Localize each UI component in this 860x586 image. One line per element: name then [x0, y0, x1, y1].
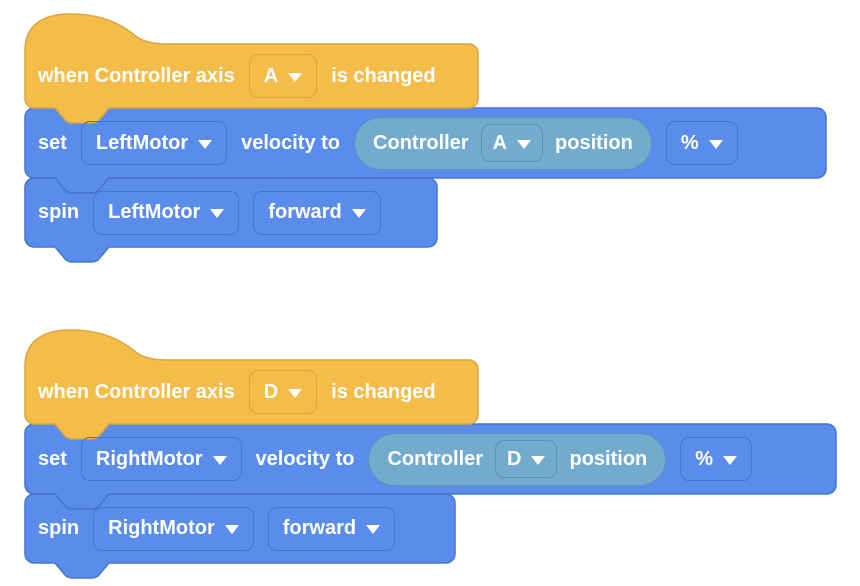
direction-dropdown-value: forward: [268, 201, 342, 223]
reporter-device-label: Controller: [373, 131, 469, 154]
set-verb-label: set: [38, 447, 67, 470]
set-verb-label: set: [38, 131, 67, 154]
spin-verb-label: spin: [38, 201, 80, 223]
direction-dropdown[interactable]: forward: [267, 506, 396, 551]
direction-dropdown[interactable]: forward: [253, 190, 381, 235]
unit-dropdown[interactable]: %: [680, 437, 753, 481]
motor-dropdown-value: LeftMotor: [95, 131, 189, 154]
hat-suffix-label: is changed: [331, 380, 436, 403]
dropdown-arrow-icon: [212, 455, 227, 465]
motor-dropdown[interactable]: LeftMotor: [80, 121, 228, 165]
dropdown-arrow-icon: [288, 72, 303, 82]
dropdown-arrow-icon: [351, 209, 366, 218]
hat-prefix-label: when Controller axis: [38, 64, 235, 87]
reporter-property-label: position: [555, 131, 633, 154]
velocity-to-label: velocity to: [241, 131, 341, 154]
reporter-axis-value: D: [507, 447, 522, 470]
direction-dropdown-value: forward: [282, 517, 357, 539]
spin-block: spin LeftMotor forward: [25, 178, 437, 247]
motor-dropdown-value: RightMotor: [108, 517, 215, 539]
axis-dropdown[interactable]: D: [248, 370, 318, 414]
motor-dropdown[interactable]: LeftMotor: [93, 190, 240, 235]
dropdown-arrow-icon: [210, 209, 225, 218]
velocity-to-label: velocity to: [255, 447, 355, 470]
dropdown-arrow-icon: [288, 388, 303, 398]
reporter-property-label: position: [569, 447, 648, 470]
set-velocity-block: set LeftMotor velocity to Controller A p…: [25, 108, 826, 178]
reporter-axis-dropdown[interactable]: A: [480, 124, 544, 162]
reporter-axis-dropdown[interactable]: D: [495, 440, 558, 478]
dropdown-arrow-icon: [723, 455, 738, 465]
axis-dropdown-value: A: [263, 64, 279, 87]
hat-block-shape[interactable]: [24, 329, 479, 440]
motor-dropdown[interactable]: RightMotor: [93, 506, 254, 551]
dropdown-arrow-icon: [531, 455, 546, 465]
hat-block-shape[interactable]: [24, 13, 479, 124]
motor-dropdown-value: LeftMotor: [108, 201, 201, 223]
dropdown-arrow-icon: [224, 525, 239, 534]
axis-dropdown[interactable]: A: [248, 54, 318, 98]
spin-block-shape[interactable]: [24, 493, 456, 579]
hat-block-when-axis-changed: when Controller axis D is changed: [25, 360, 478, 424]
motor-dropdown[interactable]: RightMotor: [80, 437, 242, 481]
spin-verb-label: spin: [38, 517, 80, 539]
controller-position-reporter[interactable]: Controller D position: [368, 432, 667, 486]
reporter-device-label: Controller: [387, 447, 484, 470]
hat-block-when-axis-changed: when Controller axis A is changed: [25, 44, 478, 108]
hat-prefix-label: when Controller axis: [38, 380, 235, 403]
dropdown-arrow-icon: [517, 139, 532, 149]
motor-dropdown-value: RightMotor: [95, 447, 203, 470]
spin-block-shape[interactable]: [24, 177, 438, 263]
unit-dropdown[interactable]: %: [665, 121, 738, 165]
spin-block: spin RightMotor forward: [25, 494, 455, 563]
dropdown-arrow-icon: [708, 139, 723, 149]
axis-dropdown-value: D: [263, 380, 279, 403]
reporter-axis-value: A: [492, 131, 508, 154]
controller-position-reporter[interactable]: Controller A position: [354, 116, 652, 170]
dropdown-arrow-icon: [198, 139, 213, 149]
hat-suffix-label: is changed: [331, 64, 436, 87]
unit-dropdown-value: %: [695, 447, 714, 470]
dropdown-arrow-icon: [366, 525, 381, 534]
set-velocity-block: set RightMotor velocity to Controller D …: [25, 424, 836, 494]
unit-dropdown-value: %: [680, 131, 699, 154]
